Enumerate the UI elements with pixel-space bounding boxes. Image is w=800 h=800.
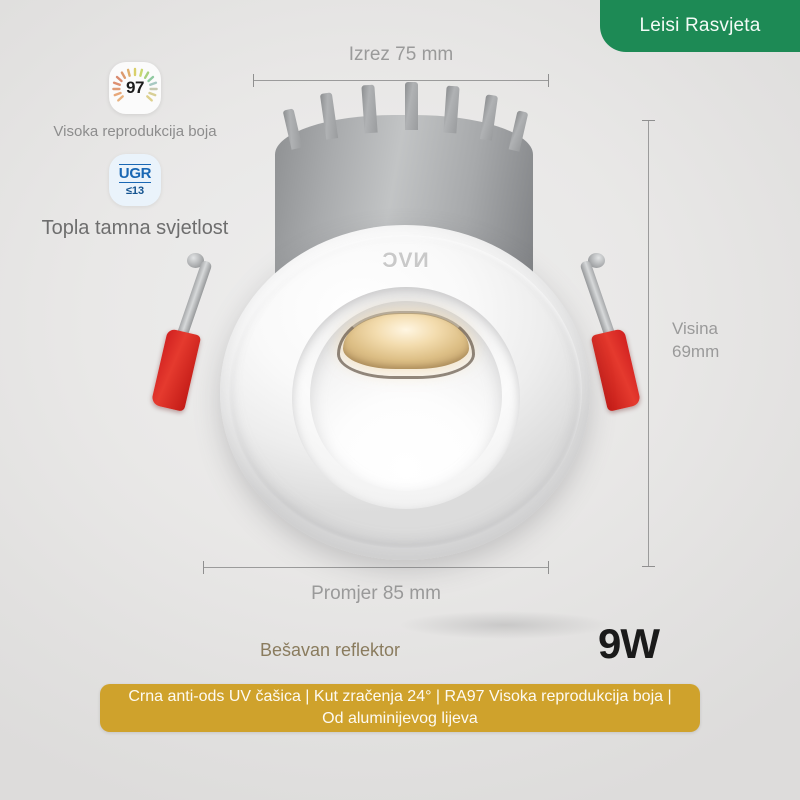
spec-banner-text: Crna anti-ods UV čašica | Kut zračenja 2… — [128, 688, 672, 727]
cutout-dimension-cap-right — [548, 74, 549, 87]
heatsink-fin — [405, 82, 418, 130]
feature-ugr-label: Topla tamna svjetlost — [41, 217, 229, 239]
brand-badge-label: Leisi Rasvjeta — [639, 15, 761, 36]
reflector-cone-outer — [292, 287, 520, 509]
cri-value: 97 — [126, 78, 144, 97]
heatsink-fin — [508, 110, 529, 152]
spring-clip-tab — [590, 328, 642, 412]
brand-badge: Leisi Rasvjeta — [600, 0, 800, 52]
height-dimension-value: 69mm — [672, 341, 720, 361]
height-dimension-title: Visina — [672, 319, 718, 338]
spring-clip-left — [150, 253, 227, 412]
spring-clip-tab — [150, 328, 202, 412]
ugr-icon: UGR ≤13 — [109, 154, 161, 206]
diameter-dimension-cap-right — [548, 561, 549, 574]
diameter-dimension-line — [203, 567, 549, 568]
heatsink-fin — [443, 85, 460, 134]
diameter-dimension-label: Promjer 85 mm — [311, 583, 441, 604]
cri-sunburst-icon: 97 — [109, 62, 161, 114]
feature-cri: 97 Visoka reprodukcija boja — [26, 62, 244, 140]
reflector-cone-inner — [310, 301, 502, 491]
height-dimension-label: Visina 69mm — [672, 318, 719, 364]
led-rim — [337, 311, 475, 379]
heatsink-fin — [479, 94, 499, 141]
downlight-housing: NVC — [220, 225, 590, 560]
downlight-product: NVC — [150, 82, 675, 645]
diameter-dimension-cap-left — [203, 561, 204, 574]
feature-cri-label: Visoka reprodukcija boja — [53, 123, 217, 140]
heatsink-fin — [282, 108, 303, 150]
height-dimension-cap-top — [642, 120, 655, 121]
product-shadow — [355, 605, 655, 645]
cutout-dimension-cap-left — [253, 74, 254, 87]
height-dimension-cap-bottom — [642, 566, 655, 567]
nvc-logo: NVC — [381, 249, 429, 272]
cutout-dimension-label: Izrez 75 mm — [348, 44, 454, 65]
cutout-dimension-line — [253, 80, 549, 81]
heatsink-fin — [319, 92, 339, 140]
ugr-value: UGR — [118, 163, 152, 183]
wattage-label: 9W — [598, 620, 660, 667]
spec-banner: Crna anti-ods UV čašica | Kut zračenja 2… — [100, 684, 700, 732]
height-dimension-line — [648, 120, 649, 567]
ugr-threshold: ≤13 — [125, 184, 145, 197]
heatsink-fin — [361, 84, 378, 134]
reflector-caption: Bešavan reflektor — [259, 640, 401, 660]
feature-ugr: UGR ≤13 Topla tamna svjetlost — [28, 154, 242, 241]
